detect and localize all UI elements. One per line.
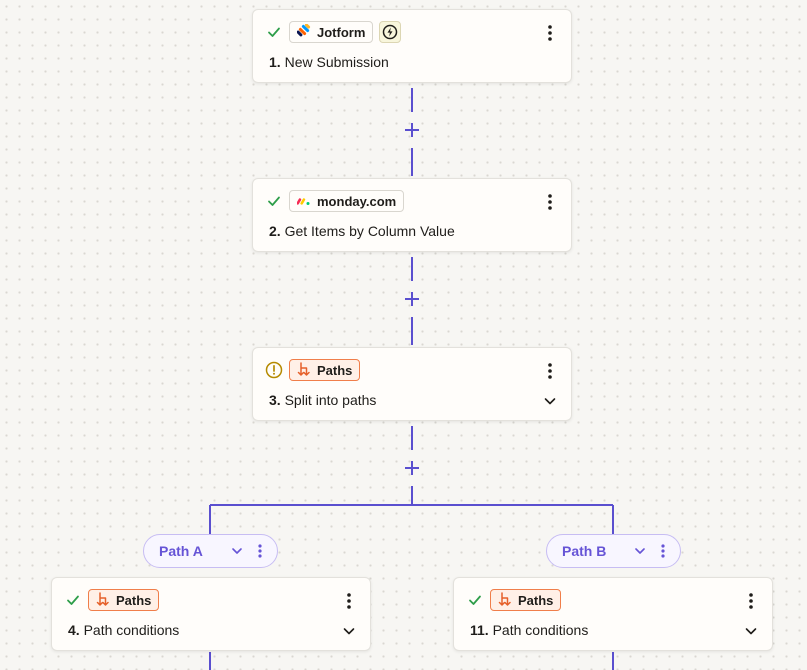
step-number: 4.	[68, 622, 80, 638]
path-expand-button[interactable]	[632, 543, 648, 559]
paths-icon	[96, 591, 110, 609]
step-title: 1. New Submission	[269, 54, 389, 70]
step-number: 11.	[470, 622, 489, 638]
step-title: 4. Path conditions	[68, 622, 179, 638]
step-menu-button[interactable]	[342, 590, 356, 612]
step-menu-button[interactable]	[543, 360, 557, 382]
chevron-down-icon	[745, 628, 757, 635]
chevron-down-icon	[343, 628, 355, 635]
check-icon	[64, 591, 82, 609]
step-2-card[interactable]: monday.com 2. Get Items by Column Value	[252, 178, 572, 252]
app-name: Paths	[518, 592, 554, 608]
app-badge-jotform: Jotform	[289, 21, 374, 43]
check-icon	[265, 23, 283, 41]
path-label: Path B	[562, 543, 607, 559]
chevron-down-icon	[635, 548, 645, 554]
step-title-text: Path conditions	[492, 622, 589, 638]
plus-icon	[405, 461, 419, 475]
plus-icon	[405, 123, 419, 137]
path-a-pill[interactable]: Path A	[143, 534, 278, 568]
step-menu-button[interactable]	[543, 22, 557, 44]
more-vertical-icon	[548, 363, 552, 379]
more-vertical-icon	[548, 194, 552, 210]
instant-trigger-icon	[379, 21, 402, 43]
step-number: 1.	[269, 54, 281, 70]
expand-button[interactable]	[541, 392, 559, 410]
path-menu-button[interactable]	[658, 541, 668, 561]
add-step-button[interactable]	[402, 120, 422, 140]
app-badge-paths: Paths	[490, 589, 562, 611]
step-number: 3.	[269, 392, 281, 408]
jotform-icon	[296, 22, 311, 41]
more-vertical-icon	[548, 25, 552, 41]
more-vertical-icon	[258, 544, 262, 558]
step-11-card[interactable]: Paths 11. Path conditions	[453, 577, 773, 651]
step-title: 11. Path conditions	[470, 622, 588, 638]
step-title: 3. Split into paths	[269, 392, 376, 408]
warning-icon	[265, 361, 283, 379]
expand-button[interactable]	[742, 622, 760, 640]
step-4-card[interactable]: Paths 4. Path conditions	[51, 577, 371, 651]
add-step-button[interactable]	[402, 289, 422, 309]
step-title-text: Split into paths	[284, 392, 377, 408]
path-b-pill[interactable]: Path B	[546, 534, 681, 568]
step-title-text: Get Items by Column Value	[284, 223, 455, 239]
step-title-text: New Submission	[284, 54, 389, 70]
app-name: monday.com	[317, 193, 397, 209]
step-title: 2. Get Items by Column Value	[269, 223, 455, 239]
add-step-button[interactable]	[402, 458, 422, 478]
app-badge-paths: Paths	[88, 589, 160, 611]
more-vertical-icon	[661, 544, 665, 558]
plus-icon	[405, 292, 419, 306]
step-1-card[interactable]: Jotform 1. New Submission	[252, 9, 572, 83]
app-name: Paths	[317, 362, 353, 378]
app-name: Jotform	[317, 24, 366, 40]
paths-icon	[297, 361, 311, 379]
step-menu-button[interactable]	[543, 191, 557, 213]
step-title-text: Path conditions	[83, 622, 180, 638]
path-label: Path A	[159, 543, 203, 559]
more-vertical-icon	[347, 593, 351, 609]
app-name: Paths	[116, 592, 152, 608]
step-3-card[interactable]: Paths 3. Split into paths	[252, 347, 572, 421]
step-menu-button[interactable]	[744, 590, 758, 612]
step-number: 2.	[269, 223, 281, 239]
monday-icon	[296, 194, 311, 209]
app-badge-monday: monday.com	[289, 190, 405, 212]
path-expand-button[interactable]	[229, 543, 245, 559]
expand-button[interactable]	[340, 622, 358, 640]
more-vertical-icon	[749, 593, 753, 609]
path-menu-button[interactable]	[255, 541, 265, 561]
app-badge-paths: Paths	[289, 359, 361, 381]
paths-icon	[498, 591, 512, 609]
check-icon	[466, 591, 484, 609]
chevron-down-icon	[544, 398, 556, 405]
check-icon	[265, 192, 283, 210]
chevron-down-icon	[232, 548, 242, 554]
